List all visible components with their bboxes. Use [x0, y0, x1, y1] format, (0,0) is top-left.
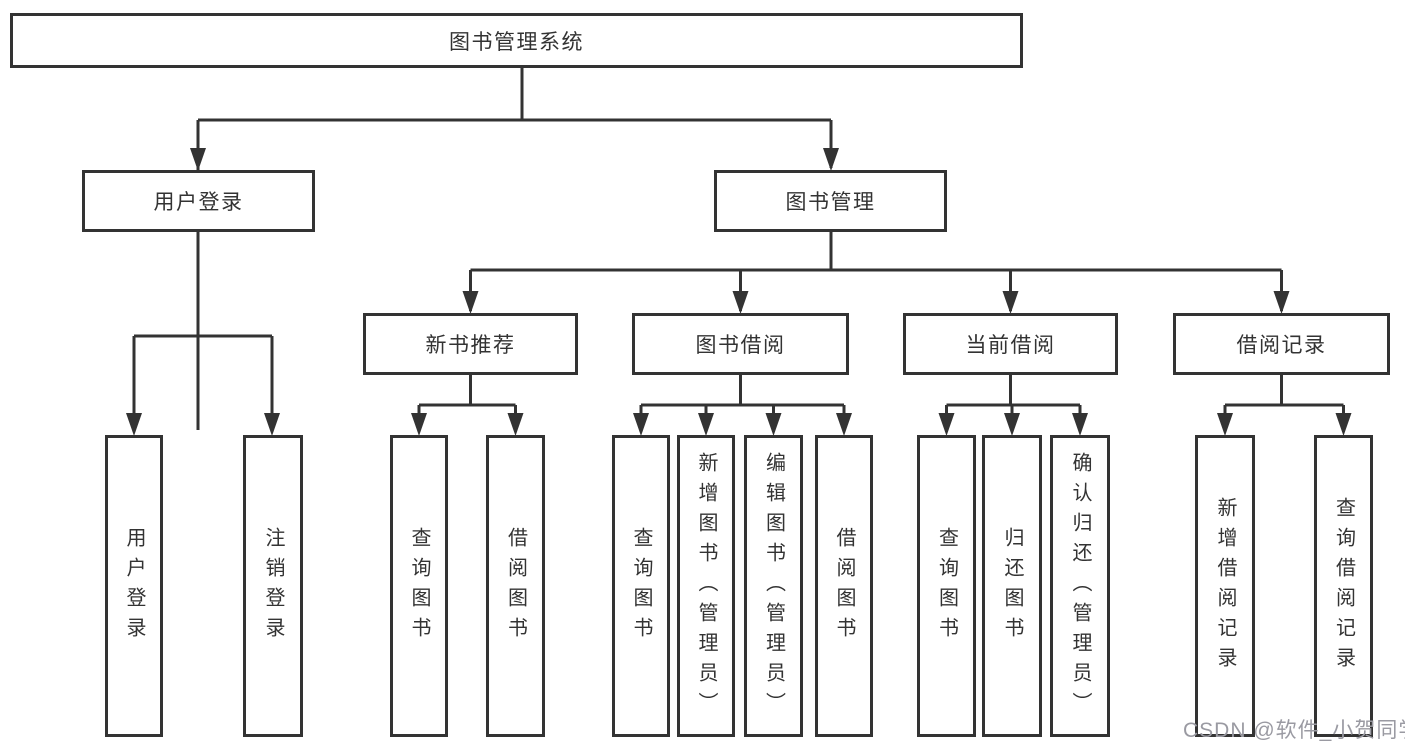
node-book-management: 图书管理: [714, 170, 947, 232]
leaf-add-borrow-record: 新增借阅记录: [1195, 435, 1255, 737]
node-root: 图书管理系统: [10, 13, 1023, 68]
node-user-login: 用户登录: [82, 170, 315, 232]
node-book-borrow: 图书借阅: [632, 313, 849, 375]
leaf-borrow-books-recommend: 借阅图书: [486, 435, 545, 737]
csdn-watermark: CSDN @软件_小贺同学: [1183, 719, 1405, 742]
node-borrow-records: 借阅记录: [1173, 313, 1390, 375]
leaf-borrow-books: 借阅图书: [815, 435, 873, 737]
leaf-user-login: 用户登录: [105, 435, 163, 737]
leaf-edit-books-admin: 编辑图书（管理员）: [744, 435, 803, 737]
leaf-query-books-current: 查询图书: [917, 435, 976, 737]
leaf-confirm-return-admin: 确认归还（管理员）: [1050, 435, 1110, 737]
leaf-return-books: 归还图书: [982, 435, 1042, 737]
leaf-query-books-recommend: 查询图书: [390, 435, 448, 737]
leaf-query-books-borrow: 查询图书: [612, 435, 670, 737]
node-current-borrow: 当前借阅: [903, 313, 1118, 375]
leaf-add-books-admin: 新增图书（管理员）: [677, 435, 735, 737]
leaf-query-borrow-record: 查询借阅记录: [1314, 435, 1373, 737]
node-new-book-recommend: 新书推荐: [363, 313, 578, 375]
leaf-logout: 注销登录: [243, 435, 303, 737]
